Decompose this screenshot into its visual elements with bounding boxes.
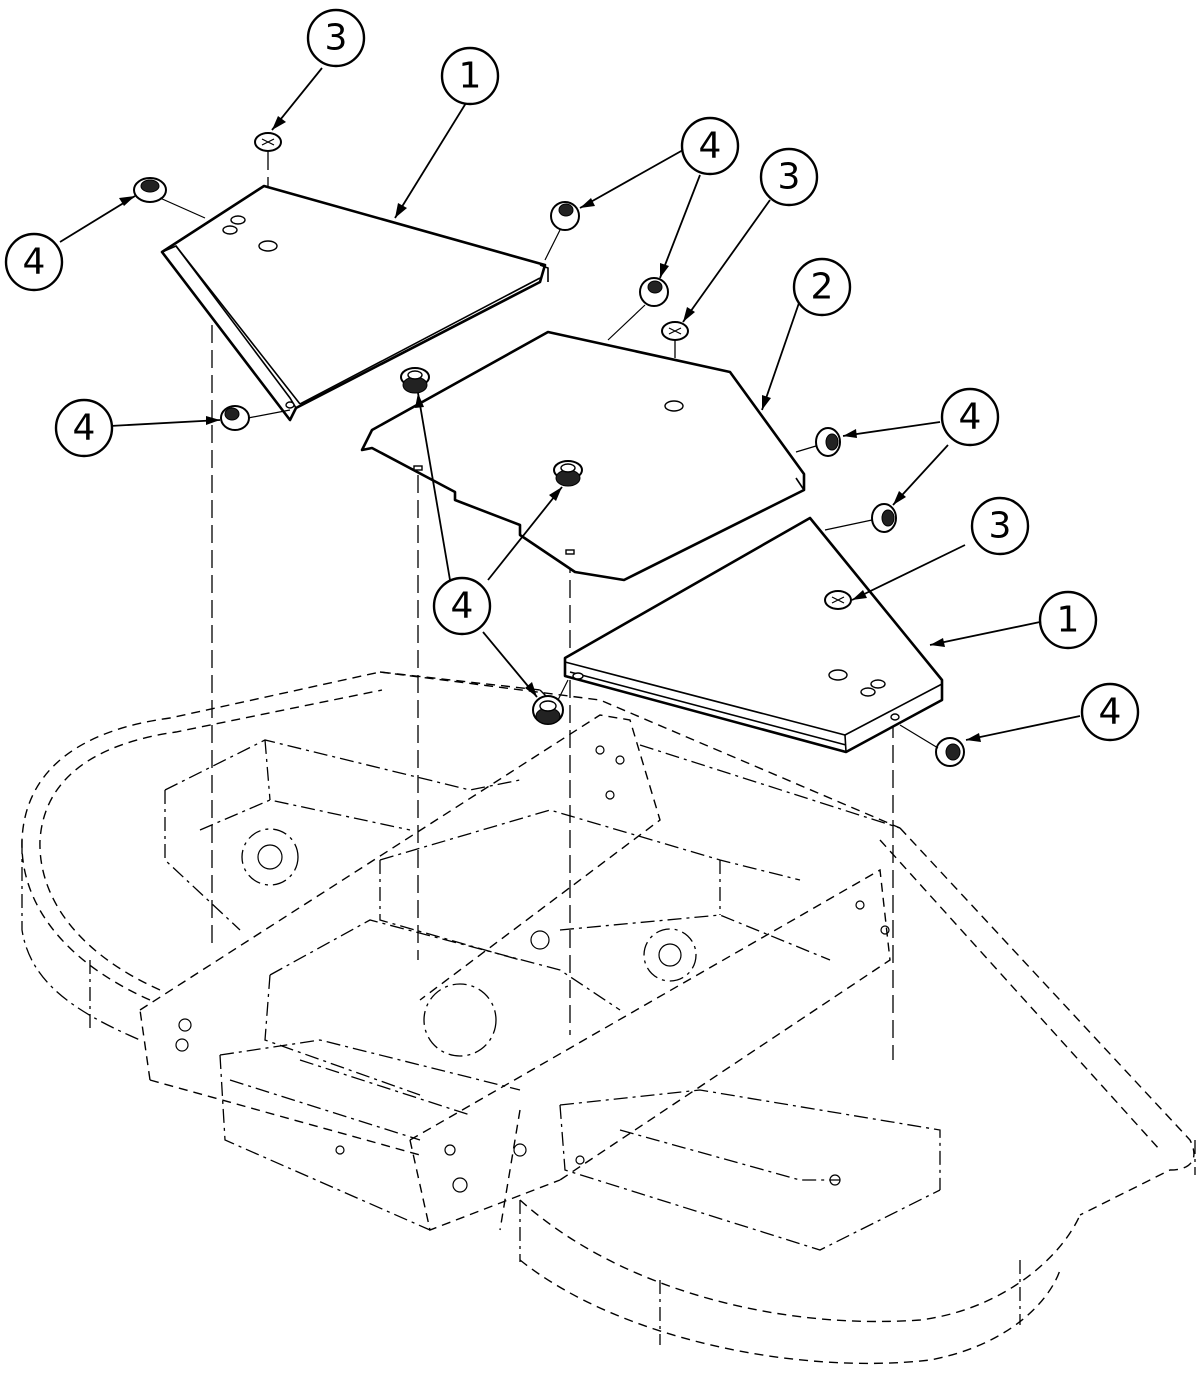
balloon-4-center: 4 [432, 576, 492, 636]
knob-upper-right [544, 201, 580, 261]
cover-panel-left [160, 184, 549, 422]
knob-left-lower [220, 405, 291, 431]
balloon-label: 4 [959, 397, 982, 438]
balloon-4-top-right: 4 [680, 116, 740, 176]
screw-center [661, 321, 689, 341]
balloon-2: 2 [792, 257, 852, 317]
cover-panel-right [563, 516, 944, 754]
cutout-slots [860, 679, 886, 697]
knob-center-mid [553, 460, 583, 487]
cover-panel-center [360, 330, 806, 582]
balloon-1-top: 1 [440, 46, 500, 106]
balloon-label: 3 [778, 157, 801, 198]
balloon-4-left: 4 [4, 232, 64, 292]
leader-lines [59, 67, 1081, 742]
balloon-label: 1 [459, 56, 482, 97]
screw-upper-left [254, 132, 282, 152]
cutout-slots [222, 215, 246, 235]
knob-center-top [607, 277, 669, 341]
balloon-4-mid-right: 4 [940, 387, 1000, 447]
knob-upper-left [133, 177, 206, 219]
screw-right [824, 590, 852, 610]
balloon-4-lower-right: 4 [1080, 682, 1140, 742]
balloon-label: 3 [325, 18, 348, 59]
mower-deck-housing [21, 671, 1196, 1365]
balloon-3-top: 3 [306, 8, 366, 68]
balloon-label: 3 [989, 506, 1012, 547]
knob-right-upper [824, 503, 897, 533]
knob-lower-center [532, 679, 569, 725]
knob-lower-right [899, 724, 965, 767]
balloon-label: 4 [73, 408, 96, 449]
balloon-label: 1 [1057, 600, 1080, 641]
balloon-label: 2 [811, 267, 834, 308]
balloon-4-mid-left: 4 [54, 398, 114, 458]
balloon-3-top-right: 3 [759, 147, 819, 207]
balloon-3-right: 3 [970, 496, 1030, 556]
balloon-label: 4 [451, 586, 474, 627]
balloon-label: 4 [699, 126, 722, 167]
balloon-label: 4 [1099, 692, 1122, 733]
knob-center-right [795, 427, 841, 457]
balloon-1-right: 1 [1038, 590, 1098, 650]
knob-center-left [400, 367, 430, 394]
balloon-label: 4 [23, 242, 46, 283]
